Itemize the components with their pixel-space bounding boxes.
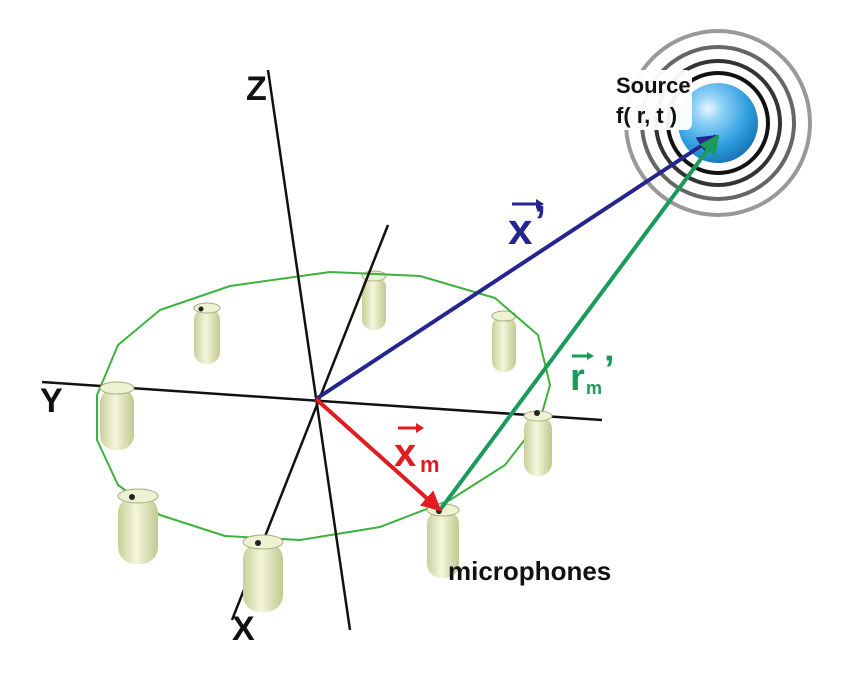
source-title: Source <box>616 73 691 98</box>
vector-x-prime-symbol: x <box>508 205 533 254</box>
mic-front-left-lower <box>117 488 159 564</box>
y-axis <box>41 380 603 422</box>
mic-front-right <box>523 410 553 476</box>
mic-front-center <box>242 534 284 612</box>
source-label-box <box>610 70 692 130</box>
vector-x-m-arrow <box>314 397 442 512</box>
sound-source: Source f( r, t ) <box>610 29 812 217</box>
vector-r-m-prime-arrow <box>438 134 720 512</box>
vector-r-m-prime-subscript: m <box>586 378 602 398</box>
mic-back-left <box>193 302 221 364</box>
x-axis-label: X <box>232 610 255 648</box>
vector-r-m-prime-symbol: r <box>570 357 585 399</box>
y-axis-label: Y <box>40 382 63 420</box>
z-axis-label: Z <box>246 70 267 108</box>
vector-r-m-prime-prime: ’ <box>604 349 615 391</box>
z-axis <box>266 69 352 631</box>
source-function: f( r, t ) <box>616 103 677 128</box>
vector-x-prime-label: x ’ <box>508 197 546 254</box>
mic-front-left-upper <box>99 381 135 450</box>
vector-x-m-subscript: m <box>420 452 440 477</box>
vector-x-prime-prime: ’ <box>534 197 546 246</box>
vector-x-m-symbol: x <box>394 431 416 475</box>
vector-x-prime-arrow <box>314 134 718 401</box>
microphones-label: microphones <box>448 556 611 586</box>
mic-back-right <box>491 310 517 372</box>
vector-x-m-label: x m <box>394 423 440 477</box>
vector-r-m-prime-label: r m ’ <box>570 349 615 399</box>
